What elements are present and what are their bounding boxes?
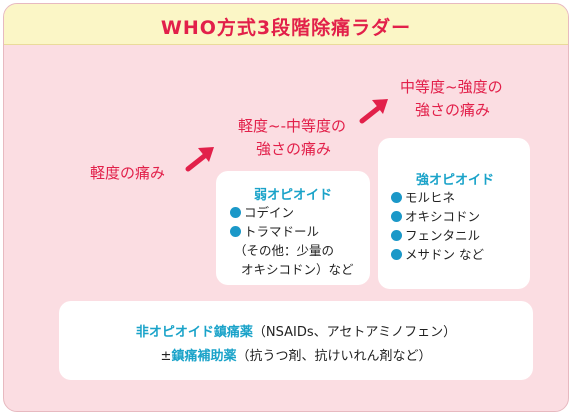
- adjuvant-line: ±鎮痛補助薬（抗うつ剤、抗けいれん剤など）: [59, 345, 533, 364]
- non-opioid-line: 非オピオイド鎮痛薬（NSAIDs、アセトアミノフェン）: [59, 321, 533, 340]
- mild-pain-label: 軽度の痛み: [90, 164, 166, 182]
- bullet-dot-icon: [391, 192, 402, 203]
- bullet-dot-icon: [230, 207, 241, 218]
- mild-moderate-label-line2: 強さの痛み: [256, 140, 332, 158]
- title-bar: WHO方式3段階除痛ラダー: [4, 4, 568, 45]
- weak-opioid-title: 弱オピオイド: [254, 188, 333, 203]
- strong-opioid-box: 強オピオイド モルヒネ オキシコドン フェンタニル メサドン など: [378, 138, 530, 289]
- mild-moderate-label-line1: 軽度~-中等度の: [238, 117, 346, 135]
- non-opioid-examples: （NSAIDs、アセトアミノフェン）: [252, 325, 457, 340]
- adjuvant-label: 鎮痛補助薬: [171, 349, 237, 364]
- list-item: モルヒネ: [391, 189, 455, 207]
- list-item: オキシコドン: [391, 208, 480, 226]
- bullet-dot-icon: [391, 249, 402, 260]
- strong-opioid-title: 強オピオイド: [416, 173, 495, 188]
- non-opioid-base-box: 非オピオイド鎮痛薬（NSAIDs、アセトアミノフェン） ±鎮痛補助薬（抗うつ剤、…: [59, 301, 533, 380]
- moderate-severe-label-line2: 強さの痛み: [415, 101, 491, 119]
- plus-minus-sign: ±: [160, 349, 172, 364]
- page-title: WHO方式3段階除痛ラダー: [160, 17, 412, 39]
- weak-opioid-note-line1: （その他：少量の: [234, 243, 335, 258]
- list-item: トラマドール: [230, 223, 319, 241]
- list-item: メサドン など: [391, 246, 484, 264]
- bullet-dot-icon: [391, 211, 402, 222]
- weak-opioid-box: 弱オピオイド コデイン トラマドール （その他：少量の オキシコドン）など: [216, 171, 370, 285]
- list-item: コデイン: [230, 204, 294, 222]
- non-opioid-label: 非オピオイド鎮痛薬: [135, 325, 253, 340]
- bullet-dot-icon: [391, 230, 402, 241]
- arrow-up-right-icon: [185, 147, 214, 172]
- bullet-dot-icon: [230, 226, 241, 237]
- weak-opioid-note-line2: オキシコドン）など: [241, 262, 354, 277]
- pain-ladder-panel: WHO方式3段階除痛ラダー 軽度の痛み 軽度~-中等度の 強さの痛み 中等度~強…: [3, 3, 569, 412]
- arrow-up-right-icon: [359, 99, 388, 124]
- moderate-severe-label-line1: 中等度~強度の: [400, 78, 503, 96]
- list-item: フェンタニル: [391, 227, 480, 245]
- adjuvant-examples: （抗うつ剤、抗けいれん剤など）: [236, 349, 432, 364]
